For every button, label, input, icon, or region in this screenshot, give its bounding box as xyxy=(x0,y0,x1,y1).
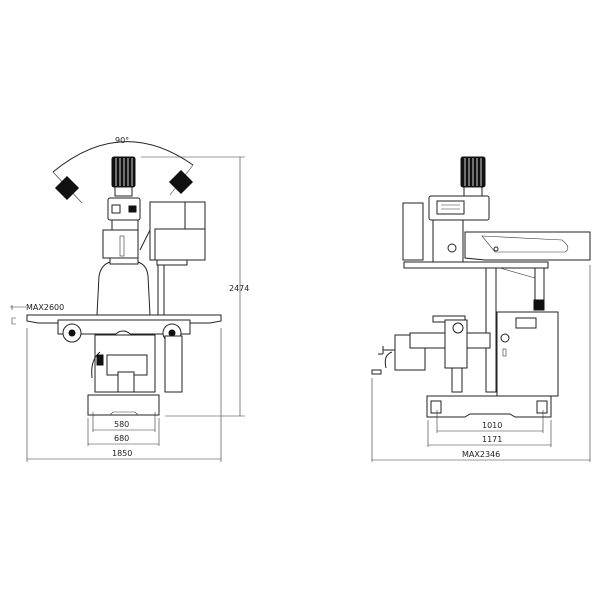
control-panel xyxy=(149,201,206,316)
dimension-max-table-height: MAX2600 xyxy=(10,303,64,325)
motor-tilted-left xyxy=(54,175,80,201)
knee-assembly-side xyxy=(371,315,491,393)
dimension-max2346: MAX2346 xyxy=(371,265,591,462)
svg-text:2474: 2474 xyxy=(229,284,249,293)
electrical-cabinet xyxy=(496,311,559,397)
motor-tilted-right xyxy=(168,169,194,195)
quill-housing xyxy=(102,229,139,259)
svg-text:1010: 1010 xyxy=(482,421,502,430)
side-view: 1010 1171 MAX2346 xyxy=(371,156,591,462)
svg-text:MAX2346: MAX2346 xyxy=(462,450,500,459)
svg-text:580: 580 xyxy=(114,420,129,429)
column xyxy=(96,261,151,316)
spindle-motor-side xyxy=(460,156,486,197)
control-box-side xyxy=(402,202,424,261)
dimension-1171: 1171 xyxy=(427,420,552,447)
dimension-height: 2474 xyxy=(141,156,249,417)
tilt-arc xyxy=(52,141,194,173)
svg-text:680: 680 xyxy=(114,434,129,443)
dimension-680: 680 xyxy=(87,418,160,446)
column-side xyxy=(485,267,497,393)
machine-base xyxy=(87,394,160,416)
dimension-1010: 1010 xyxy=(436,410,544,433)
dimension-580: 580 xyxy=(92,412,156,432)
spindle-motor xyxy=(111,156,136,197)
svg-text:1171: 1171 xyxy=(482,435,502,444)
svg-text:MAX2600: MAX2600 xyxy=(26,303,64,312)
dimension-1850: 1850 xyxy=(26,328,222,462)
machine-base-side xyxy=(426,395,552,418)
svg-text:1850: 1850 xyxy=(112,449,132,458)
ram-extension xyxy=(464,231,591,261)
front-view: 90° xyxy=(10,136,249,462)
overarm xyxy=(403,261,549,269)
tilt-angle-label: 90° xyxy=(115,136,129,145)
